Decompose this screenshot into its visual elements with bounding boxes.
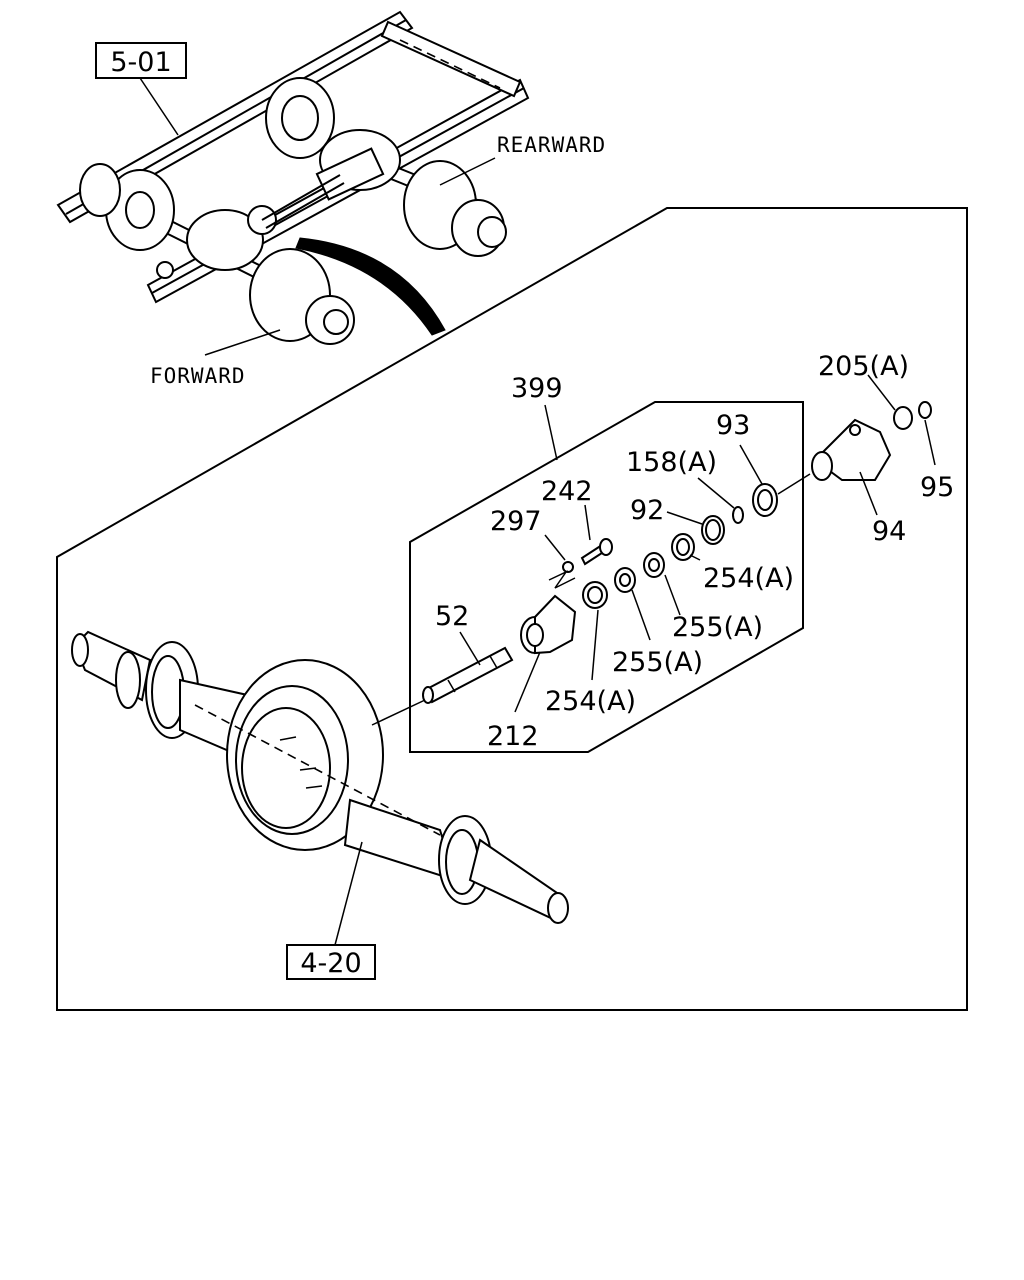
subassembly-box: [409, 401, 804, 753]
ref-box-housing-label: 4-20: [300, 948, 361, 979]
callout-242: 242: [541, 476, 593, 507]
callout-95: 95: [920, 472, 954, 503]
forward-label: FORWARD: [150, 364, 246, 388]
callout-212: 212: [487, 721, 539, 752]
callout-205a: 205(A): [818, 351, 909, 382]
callout-52: 52: [435, 601, 469, 632]
rearward-label: REARWARD: [497, 133, 606, 157]
callout-254a-lower: 254(A): [545, 686, 636, 717]
callout-297: 297: [490, 506, 542, 537]
ref-box-housing[interactable]: 4-20: [286, 944, 376, 980]
callout-399: 399: [511, 373, 563, 404]
callout-255a-upper: 255(A): [672, 612, 763, 643]
ref-box-frame[interactable]: 5-01: [95, 42, 187, 79]
axle-housing-illustration: [71, 630, 569, 946]
ref-box-frame-label: 5-01: [110, 47, 171, 78]
callout-92: 92: [630, 495, 664, 526]
callout-255a-lower: 255(A): [612, 647, 703, 678]
callout-93: 93: [716, 410, 750, 441]
callout-158a: 158(A): [626, 447, 717, 478]
parts-illustration: [422, 374, 936, 713]
detail-frame: [56, 207, 968, 1011]
callout-94: 94: [872, 516, 906, 547]
callout-254a-upper: 254(A): [703, 563, 794, 594]
chassis-overview-illustration: [56, 10, 530, 356]
